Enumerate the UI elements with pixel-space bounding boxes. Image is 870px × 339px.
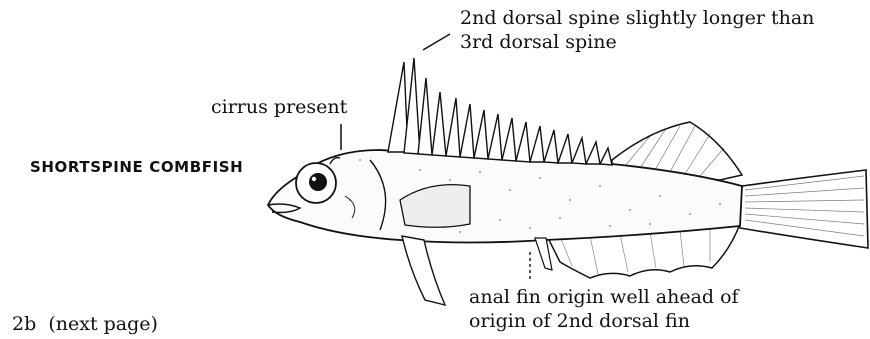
anal-spines xyxy=(535,238,552,270)
cirrus-annotation: cirrus present xyxy=(211,95,347,119)
annotation-line: anal fin origin well ahead of xyxy=(469,285,739,309)
pelvic-fin xyxy=(402,236,445,305)
anal-fin-annotation: anal fin origin well ahead of origin of … xyxy=(469,285,739,333)
dorsal-spine-annotation: 2nd dorsal spine slightly longer than 3r… xyxy=(460,6,814,54)
annotation-line: 2nd dorsal spine slightly longer than xyxy=(460,6,814,30)
annotation-line: 3rd dorsal spine xyxy=(460,30,814,54)
caudal-fin xyxy=(726,170,868,248)
species-name: SHORTSPINE COMBFISH xyxy=(30,158,243,176)
spine-leader-line xyxy=(423,34,450,50)
key-reference: 2b (next page) xyxy=(12,312,158,336)
annotation-line: origin of 2nd dorsal fin xyxy=(469,309,739,333)
dorsal-spines xyxy=(388,58,612,165)
